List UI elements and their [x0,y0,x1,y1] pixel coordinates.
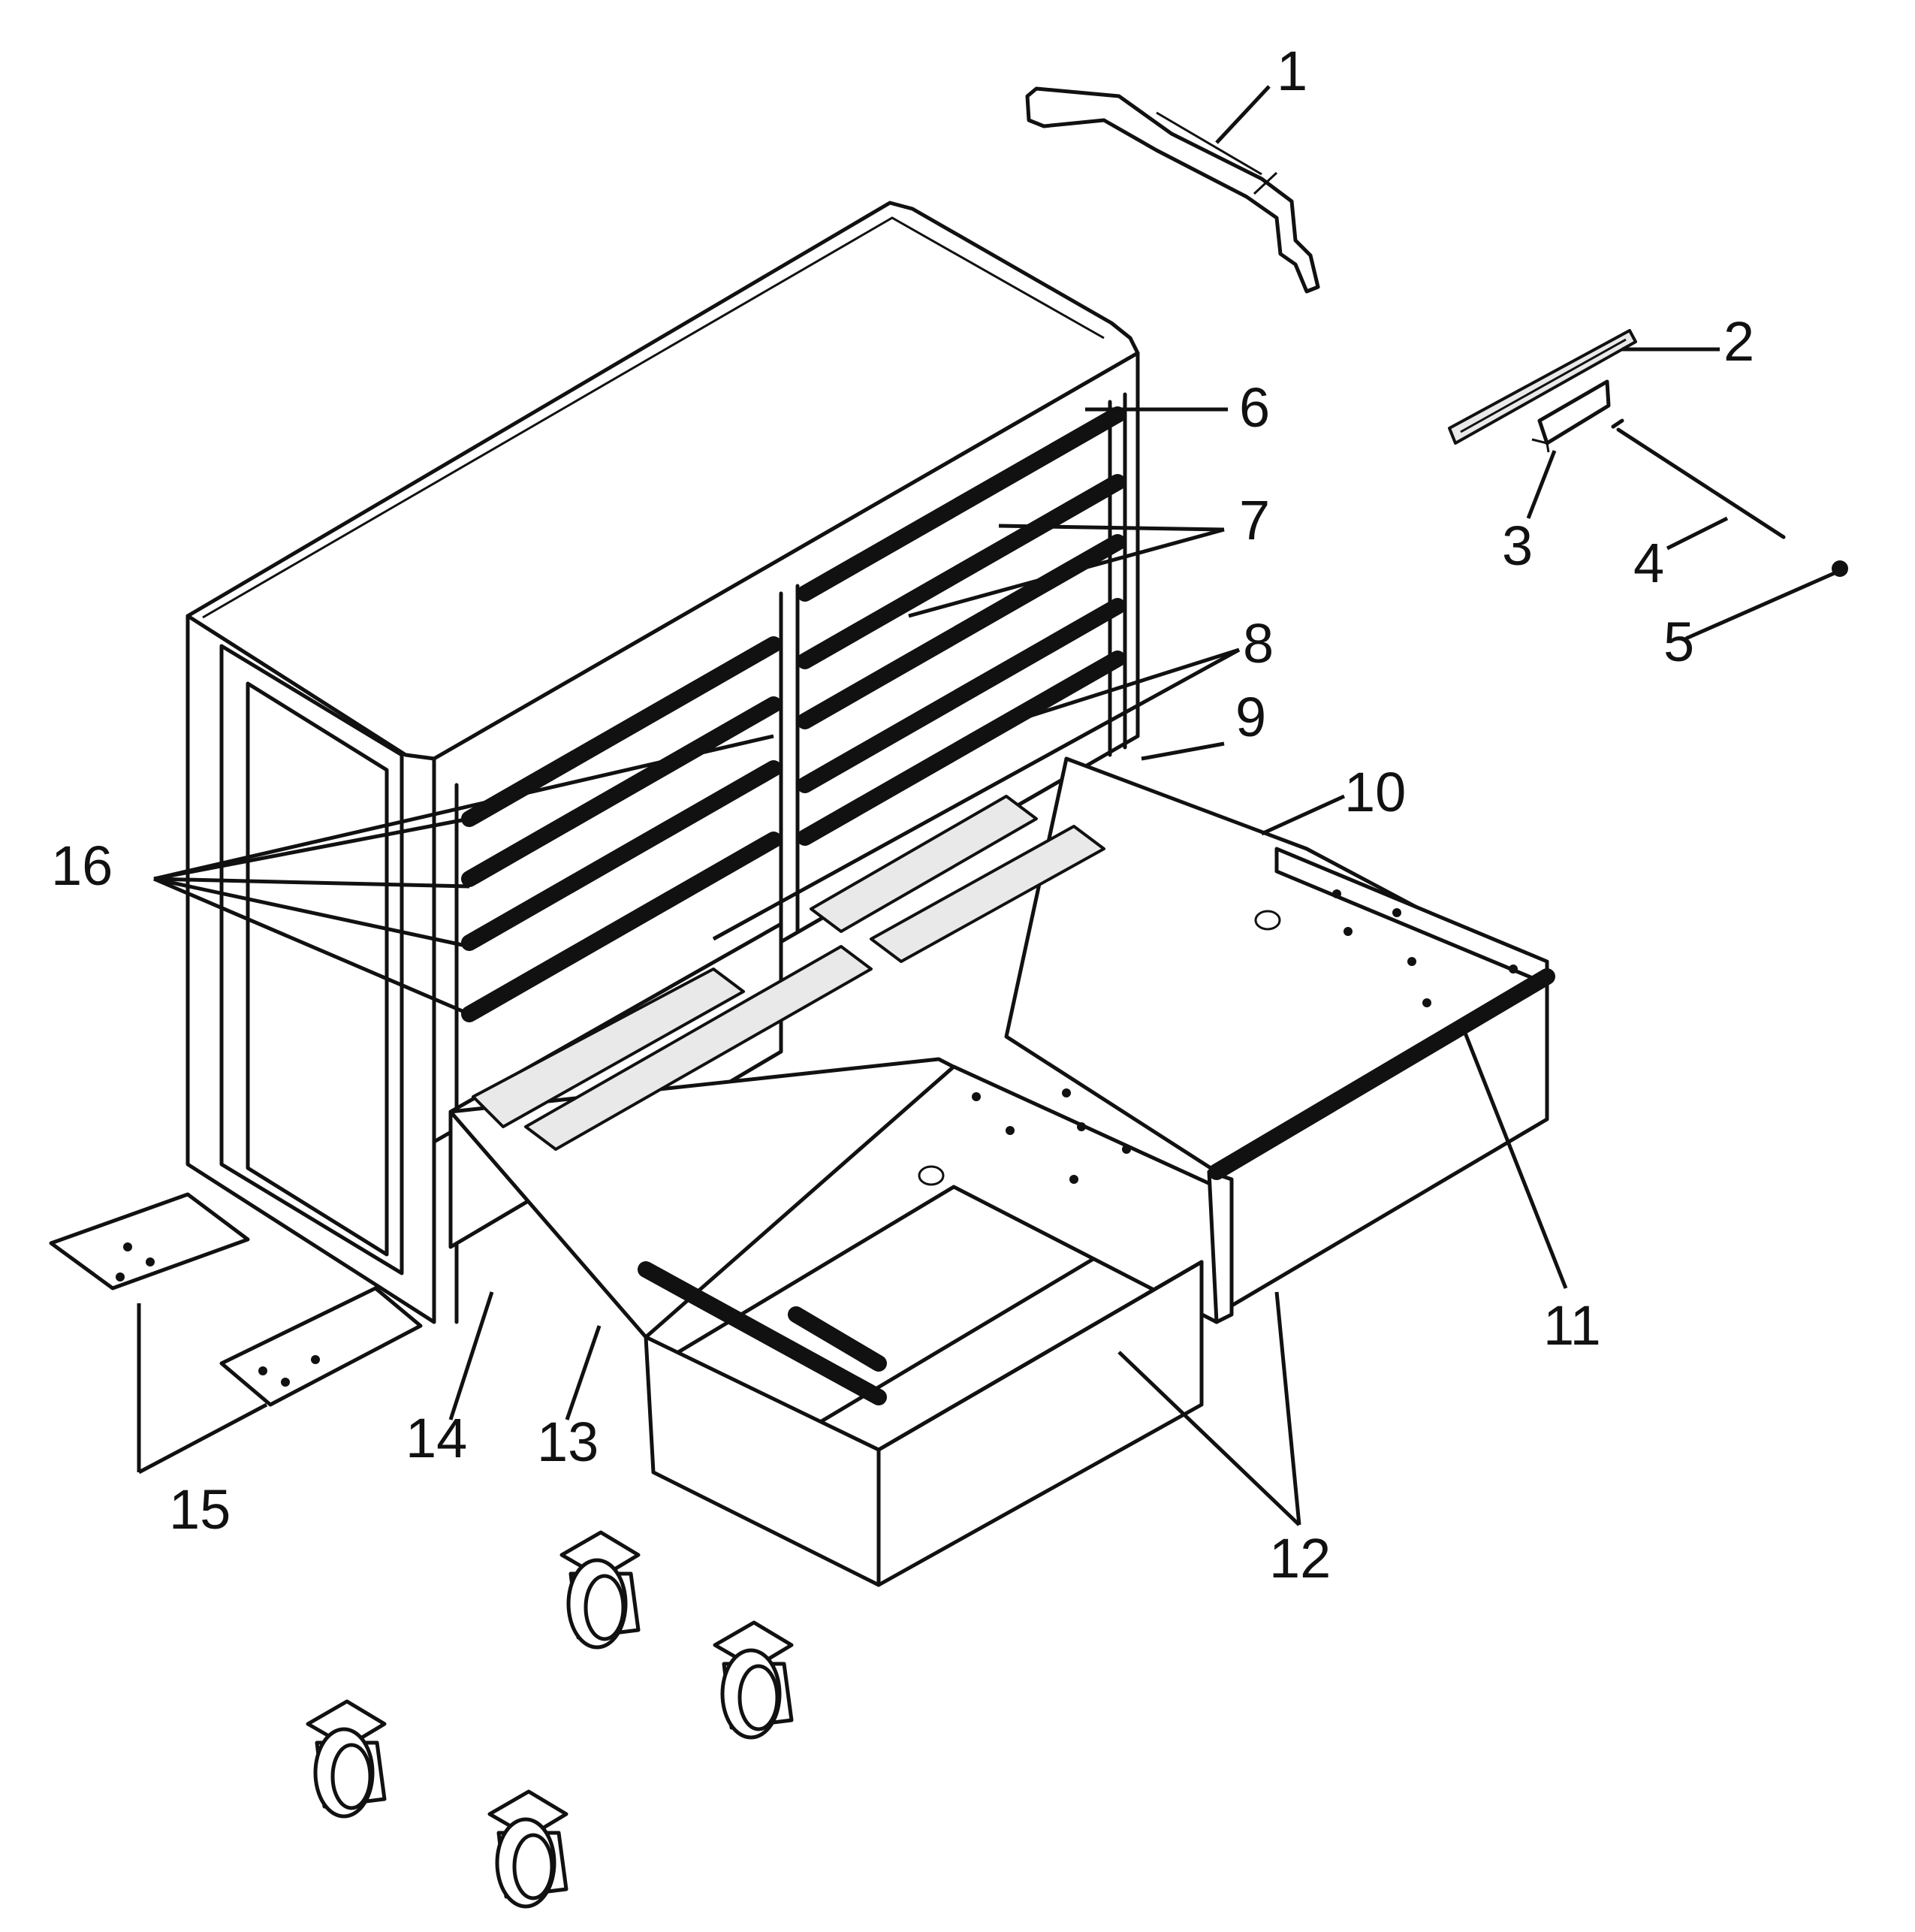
callout-6: 6 [1239,376,1270,439]
callout-2: 2 [1724,310,1754,373]
right-drawer [1004,756,1555,1324]
callout-10: 10 [1344,761,1406,823]
callout-14: 14 [406,1407,467,1469]
caster-2 [713,1620,794,1740]
handle-part [1025,86,1320,294]
callout-16: 16 [51,835,113,897]
inner-slides [472,795,1105,1151]
leader-lines [137,85,1838,1526]
callout-7: 7 [1239,489,1270,551]
right-drawer-rails [797,406,1126,846]
callout-3: 3 [1502,515,1533,577]
caster-3 [306,1699,387,1819]
callout-4: 4 [1633,532,1664,594]
callout-13: 13 [537,1411,599,1473]
callout-12: 12 [1269,1527,1331,1589]
slide-rail-part [1448,329,1637,445]
callout-15: 15 [169,1478,231,1541]
left-drawer-rails [461,636,782,1022]
callout-5: 5 [1663,611,1694,673]
caster-1 [559,1530,641,1650]
bracket-part [1531,379,1611,453]
callout-8: 8 [1243,612,1274,675]
callout-11: 11 [1543,1294,1601,1357]
rod-part [1611,418,1786,539]
callout-9: 9 [1235,686,1266,748]
callout-1: 1 [1277,40,1307,102]
cabinet-body [185,201,1140,1324]
caster-4 [487,1789,568,1909]
callouts: 1 2 3 4 5 6 7 8 9 10 11 12 13 14 15 16 [51,40,1754,1589]
floor-brackets [49,1192,423,1407]
